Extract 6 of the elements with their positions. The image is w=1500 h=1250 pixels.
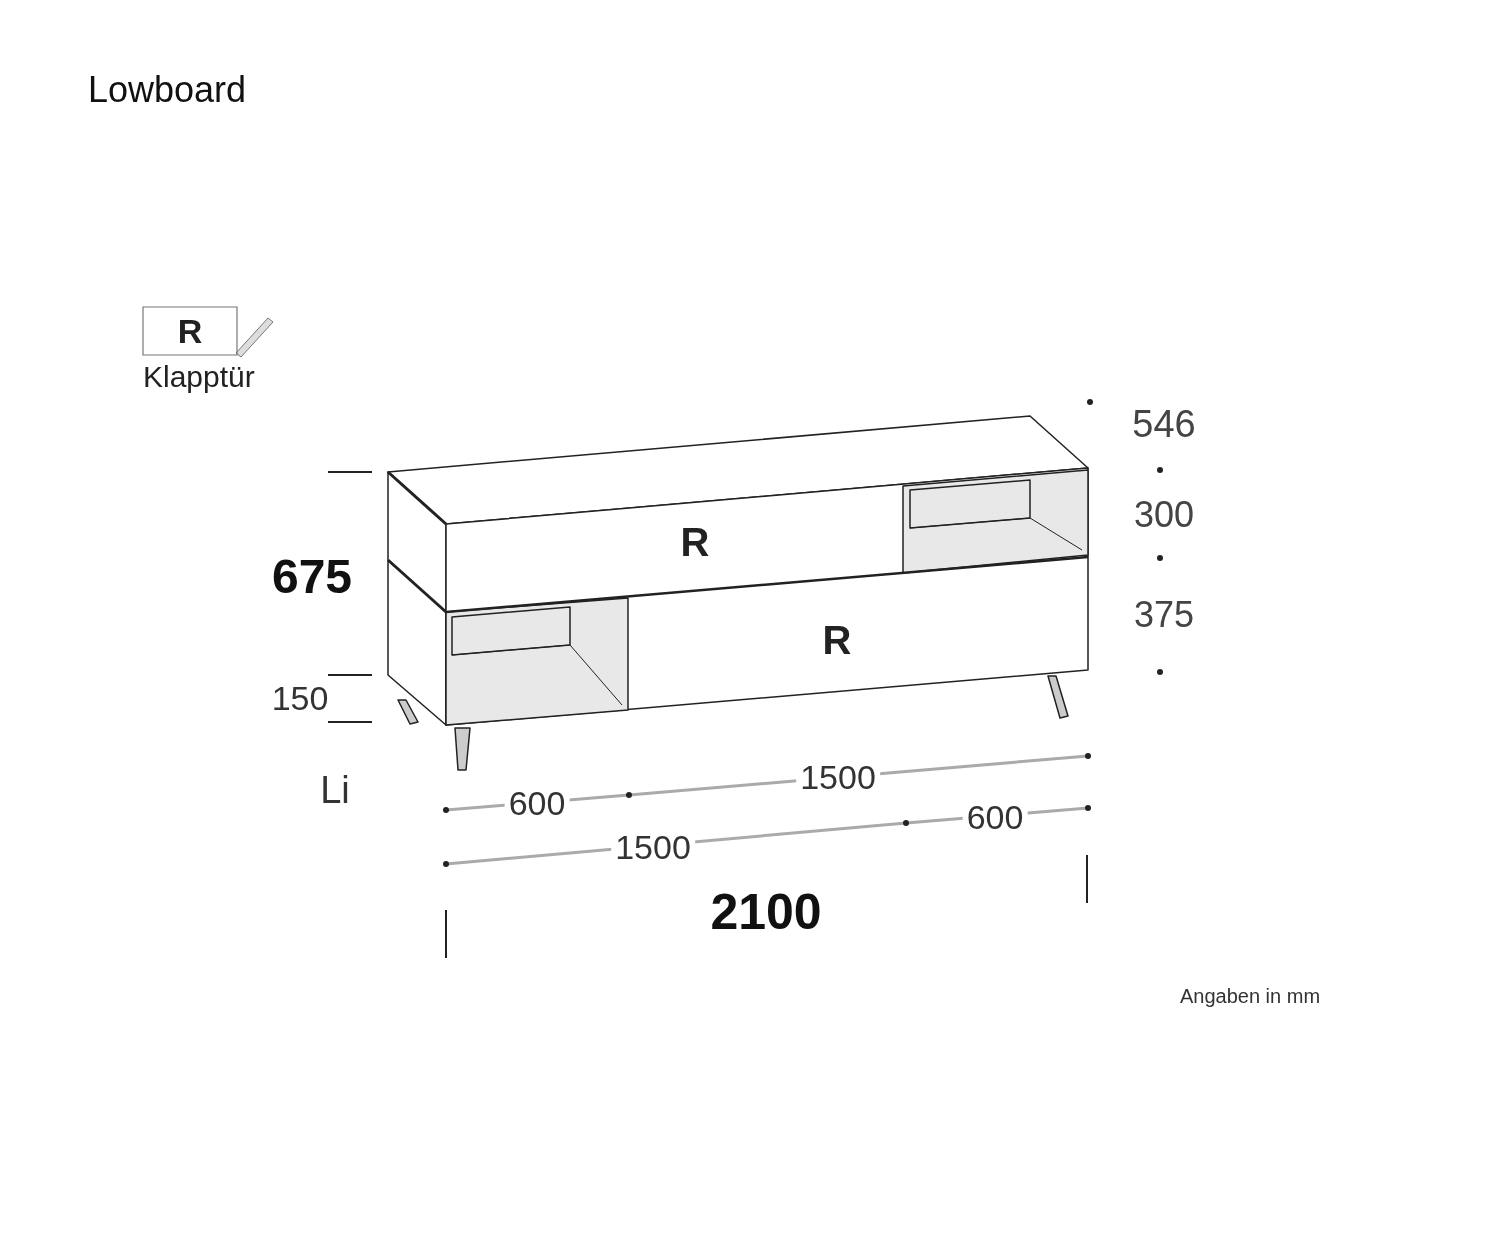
legend-caption: Klapptür bbox=[143, 362, 255, 392]
door-type-letter: R bbox=[822, 620, 852, 660]
door-type-letter: R bbox=[680, 522, 710, 562]
title: Lowboard bbox=[88, 72, 247, 108]
flap-door-legend-box bbox=[143, 307, 237, 355]
door-type-letter: R bbox=[177, 314, 203, 348]
